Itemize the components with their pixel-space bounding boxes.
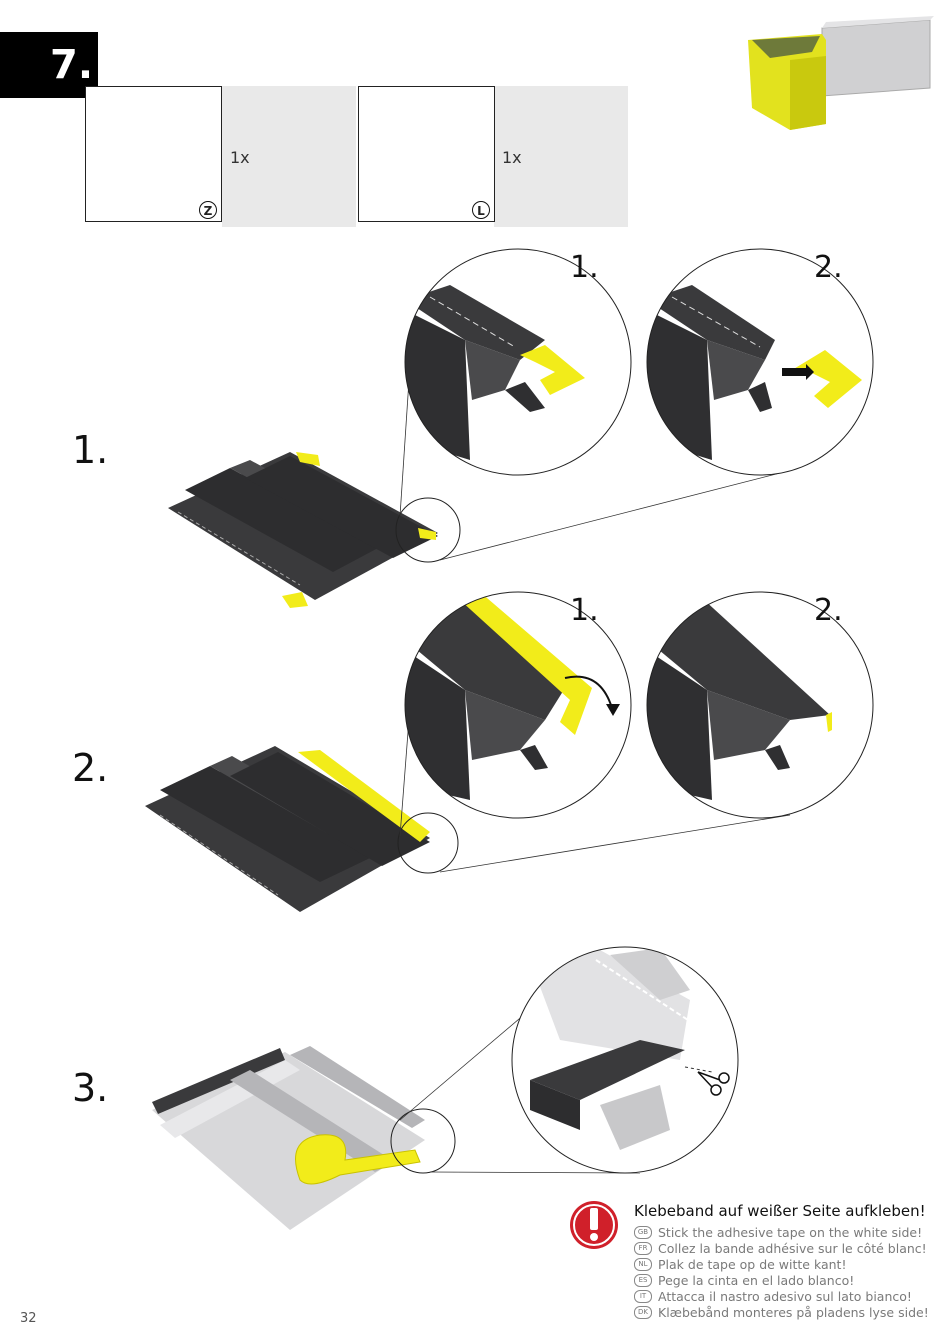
translation-nl: NL Plak de tape op de witte kant! xyxy=(634,1256,929,1272)
translation-text-es: Pege la cinta en el lado blanco! xyxy=(658,1272,855,1288)
lang-code-dk: DK xyxy=(634,1305,652,1319)
lang-code-gb: GB xyxy=(634,1225,652,1239)
exclamation-icon xyxy=(570,1201,618,1249)
part-z-quantity: 1x xyxy=(230,148,250,167)
translation-text-nl: Plak de tape op de witte kant! xyxy=(658,1256,847,1272)
translation-gb: GB Stick the adhesive tape on the white s… xyxy=(634,1224,929,1240)
lang-code-fr: FR xyxy=(634,1241,652,1255)
lang-code-nl: NL xyxy=(634,1257,652,1271)
part-z-box xyxy=(85,86,222,222)
part-l-code: L xyxy=(472,201,490,219)
translation-text-it: Attacca il nastro adesivo sul lato bianc… xyxy=(658,1288,912,1304)
section-1-detail-2-label: 2. xyxy=(814,250,843,285)
section2-zoom-marker xyxy=(397,812,459,874)
section-2-detail-2-label: 2. xyxy=(814,593,843,628)
section2-detail2 xyxy=(647,592,873,818)
section3-detail xyxy=(512,947,738,1173)
section-2-detail-1-label: 1. xyxy=(570,593,599,628)
page-number: 32 xyxy=(20,1311,37,1326)
part-z-code: Z xyxy=(199,201,217,219)
planter-product-image xyxy=(748,16,934,130)
translation-dk: DK Klæbebånd monteres på pladens lyse sid… xyxy=(634,1304,929,1320)
section1-sheet xyxy=(168,452,438,608)
section2-sheet xyxy=(145,746,430,912)
part-l-panel xyxy=(494,86,628,227)
scissors-icon xyxy=(697,1071,730,1096)
part-l-quantity: 1x xyxy=(502,148,522,167)
translation-es: ES Pege la cinta en el lado blanco! xyxy=(634,1272,929,1288)
section1-detail1 xyxy=(405,249,631,475)
section2-detail1 xyxy=(405,592,631,818)
section-1-detail-1-label: 1. xyxy=(570,250,599,285)
section3-sheet xyxy=(152,1046,425,1230)
section1-detail2 xyxy=(647,249,873,475)
translation-fr: FR Collez la bande adhésive sur le côté b… xyxy=(634,1240,929,1256)
section-2-number: 2. xyxy=(72,746,109,790)
step-badge: 7. xyxy=(0,32,98,98)
section-1-number: 1. xyxy=(72,428,109,472)
part-l-box xyxy=(358,86,495,222)
lang-code-it: IT xyxy=(634,1289,652,1303)
translation-text-gb: Stick the adhesive tape on the white sid… xyxy=(658,1224,923,1240)
translation-text-fr: Collez la bande adhésive sur le côté bla… xyxy=(658,1240,927,1256)
section1-zoom-marker xyxy=(395,497,461,563)
lang-code-es: ES xyxy=(634,1273,652,1287)
translation-text-dk: Klæbebånd monteres på pladens lyse side! xyxy=(658,1304,929,1320)
step-label: 7. xyxy=(50,42,94,88)
section3-zoom-marker xyxy=(390,1108,456,1174)
section-3-number: 3. xyxy=(72,1066,109,1110)
translation-it: IT Attacca il nastro adesivo sul lato bia… xyxy=(634,1288,929,1304)
part-z-panel xyxy=(222,86,356,227)
warning-title: Klebeband auf weißer Seite aufkleben! xyxy=(634,1202,926,1220)
warning-translations: GB Stick the adhesive tape on the white s… xyxy=(634,1224,929,1320)
